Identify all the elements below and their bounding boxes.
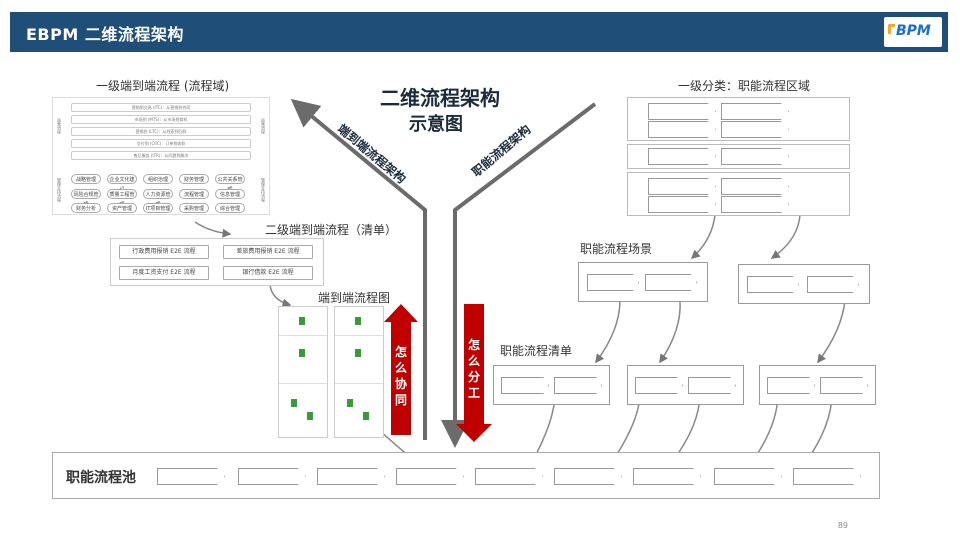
func-list-box [493, 365, 610, 405]
e2e-diagram-title: 端到端流程图 [318, 291, 391, 305]
red-down-label: 怎么分工 [467, 338, 480, 400]
domain-cell: 财务分析 [71, 203, 101, 213]
domain-cell: 风险合规管理 [71, 189, 101, 208]
e2e-diagram-thumb [334, 306, 384, 438]
domain-row: 售后服务 (ITR)：从问题到解决 [71, 151, 251, 160]
domain-row: 市场到 (MTS)：从市场到商机 [71, 115, 251, 124]
e2e-list-item: 行政费用报销 E2E 流程 [119, 245, 209, 259]
domain-side-top-right: 运营流程 [261, 118, 266, 134]
func-pool: 职能流程池 [52, 452, 880, 499]
func-region-band [627, 97, 850, 141]
func-list-box [759, 365, 876, 405]
logo-text: BPM [896, 23, 931, 39]
func-list-title: 职能流程清单 [500, 344, 573, 358]
domain-row: 营销到交易 (ITC)：从营销到合同 [71, 103, 251, 112]
e2e-diagram-thumb [278, 306, 328, 438]
domain-cell: 信息管理 [215, 189, 245, 199]
e2e-list-title: 二级端到端流程（清单） [265, 223, 398, 237]
conn-l1 [194, 221, 232, 238]
domain-cell: IT项目管理 [143, 203, 173, 213]
red-up-arrow [384, 304, 418, 435]
domain-cell: 质量工程管理 [107, 189, 137, 208]
func-scene-box [738, 264, 870, 304]
domain-side-bottom-left: 管理支持流程 [57, 178, 62, 202]
e2e-list-item: 银行借款 E2E 流程 [223, 266, 313, 280]
center-title-line2: 示意图 [409, 114, 463, 135]
func-scene-title: 职能流程场景 [580, 242, 653, 256]
func-region-band [627, 144, 850, 169]
func-list-box [627, 365, 744, 405]
domain-row: 营销到 (LTC)：从线索到回款 [71, 127, 251, 136]
domain-cell: 公共关系管理 [215, 174, 245, 193]
title-bar: EBPM 二维流程架构 BPM [10, 12, 948, 52]
e2e-list-item: 差旅费用报销 E2E 流程 [223, 245, 313, 259]
domain-cell: 组织治理 [143, 174, 173, 184]
e2e-domain-title: 一级端到端流程 (流程域) [96, 79, 230, 93]
slide-title: EBPM 二维流程架构 [26, 25, 184, 44]
red-down-arrow [456, 304, 492, 442]
domain-row: 交付到 (OTC)：订单到收款 [71, 139, 251, 148]
e2e-list-item: 月度工资支付 E2E 流程 [119, 266, 209, 280]
logo-mark-icon [888, 24, 895, 34]
e2e-arrow [290, 98, 427, 440]
page-number: 89 [837, 521, 848, 530]
domain-cell: 战略管理 [71, 174, 101, 184]
domain-cell: 资产管理 [107, 203, 137, 213]
conn-l2 [269, 284, 292, 308]
func-pool-label: 职能流程池 [66, 470, 136, 486]
domain-cell: 流程管理 [179, 189, 209, 199]
domain-cell: 企业文化建设 [107, 174, 137, 193]
domain-cell: 综合管理 [215, 203, 245, 213]
domain-side-top-left: 运营流程 [57, 118, 62, 134]
domain-cell: 财务管理 [179, 174, 209, 184]
center-title-line1: 二维流程架构 [380, 86, 500, 110]
e2e-domain-panel: 运营流程 管理支持流程 运营流程 管理支持流程 营销到交易 (ITC)：从营销到… [52, 97, 270, 215]
func-scene-box [578, 262, 708, 302]
bpm-logo: BPM [884, 17, 942, 47]
domain-cell: 采购管理 [179, 203, 209, 213]
func-region-band [627, 172, 850, 216]
domain-cell: 人力资源管理 [143, 189, 173, 208]
domain-side-bottom-right: 管理支持流程 [261, 178, 266, 202]
e2e-list-panel: 行政费用报销 E2E 流程 差旅费用报销 E2E 流程 月度工资支付 E2E 流… [110, 238, 324, 286]
func-region-title: 一级分类：职能流程区域 [678, 79, 811, 93]
red-up-label: 怎么协同 [394, 345, 407, 407]
